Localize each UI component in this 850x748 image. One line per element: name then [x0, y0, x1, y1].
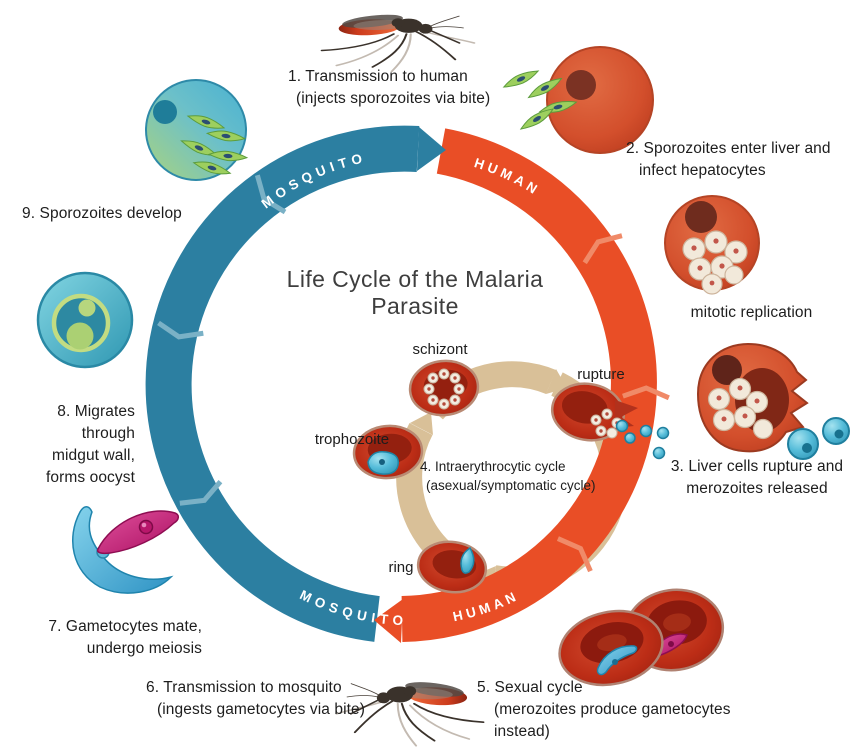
segment-break	[157, 320, 204, 340]
rupture-label: rupture	[577, 366, 625, 383]
trophozoite-cell	[352, 424, 424, 480]
sexual-cycle-rbcs	[558, 588, 725, 687]
stage-3-line2: merozoites released	[686, 480, 828, 497]
mosquito-arrowhead	[417, 127, 446, 171]
human-arc	[401, 128, 657, 642]
released-merozoites	[787, 417, 850, 460]
stage-1-label: 1. Transmission to human (injects sporoz…	[288, 66, 498, 110]
mosquito-icon	[320, 11, 476, 73]
stage-3-label: 3. Liver cells rupture and merozoites re…	[652, 456, 850, 500]
schizont-label: schizont	[412, 341, 468, 358]
segment-break	[179, 480, 223, 506]
ruptured-liver-cell	[696, 342, 850, 460]
mitotic-replication-label: mitotic replication	[690, 304, 813, 321]
stage-4-label: 4. Intraerythrocytic cycle (asexual/symp…	[420, 457, 620, 495]
stage-4-line2: (asexual/symptomatic cycle)	[426, 478, 596, 493]
gametocytes	[72, 506, 179, 594]
stage-8-label: 8. Migrates through midgut wall, forms o…	[0, 401, 135, 489]
stage-6-line2: (ingests gametocytes via bite)	[157, 701, 366, 718]
stage-7-line1: 7. Gametocytes mate,	[48, 618, 202, 635]
oocyst-cell	[36, 271, 134, 369]
stage-5-line2: (merozoites produce gametocytes instead)	[494, 701, 731, 740]
inner-ring-arrowhead	[546, 369, 567, 394]
ring-label: ring	[388, 559, 414, 576]
stage-2-line1: 2. Sporozoites enter liver and	[626, 140, 831, 157]
page-title: Life Cycle of the Malaria Parasite	[286, 266, 544, 319]
stage-3-line1: 3. Liver cells rupture and	[670, 458, 844, 475]
human-arrowhead	[374, 599, 403, 643]
rupture-cell	[550, 382, 670, 460]
trophozoite-label: trophozoite	[314, 431, 390, 448]
stage-8-line2: midgut wall,	[51, 447, 135, 464]
ring-stage-cell	[416, 540, 488, 594]
sporocyst-cell	[145, 79, 248, 181]
stage-8-line1: 8. Migrates through	[57, 403, 135, 442]
stage-7-line2: undergo meiosis	[86, 640, 202, 657]
mosquito-arc	[145, 125, 420, 642]
schizont-cell	[408, 359, 480, 417]
segment-break	[254, 174, 287, 215]
stage-9-line1: 9. Sporozoites develop	[22, 205, 182, 222]
segment-break	[582, 233, 623, 265]
stage-1-line1: 1. Transmission to human	[288, 68, 468, 85]
stage-1-line2: (injects sporozoites via bite)	[296, 90, 491, 107]
liver-cell	[501, 46, 654, 154]
mitotic-replication-cell	[664, 195, 760, 295]
stage-5-label: 5. Sexual cycle (merozoites produce game…	[477, 677, 777, 743]
merozoite-trail	[615, 419, 670, 460]
stage-6-line1: 6. Transmission to mosquito	[146, 679, 342, 696]
inner-ring-arrowhead	[410, 412, 433, 435]
stage-7-label: 7. Gametocytes mate, undergo meiosis	[30, 616, 202, 660]
stage-9-label: 9. Sporozoites develop	[22, 203, 222, 225]
stage-6-label: 6. Transmission to mosquito (ingests gam…	[146, 677, 371, 721]
segment-break	[622, 385, 670, 401]
stage-4-line1: 4. Intraerythrocytic cycle	[420, 459, 566, 474]
stage-5-line1: 5. Sexual cycle	[477, 679, 583, 696]
stage-2-label: 2. Sporozoites enter liver and infect he…	[626, 138, 850, 182]
male-gametocyte	[96, 510, 179, 555]
stage-8-line3: forms oocyst	[45, 469, 135, 486]
red-blood-cell	[558, 609, 664, 687]
female-gametocyte	[72, 506, 174, 594]
stage-2-line2: infect hepatocytes	[639, 162, 766, 179]
segment-break	[556, 536, 593, 573]
